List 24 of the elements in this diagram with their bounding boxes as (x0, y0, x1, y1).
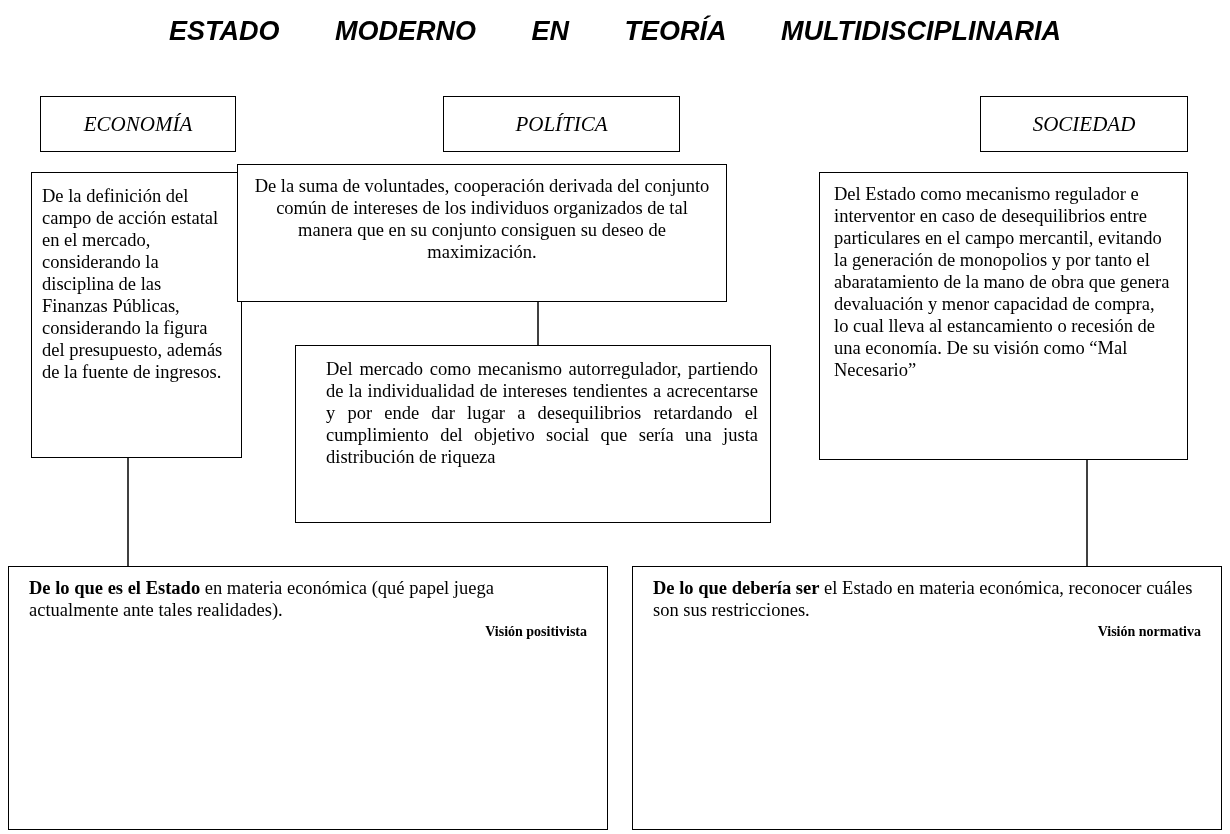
connector-line (1086, 459, 1088, 567)
description-text: De la suma de voluntades, cooperación derivada del conjunto común de intereses de los individuos organizados de tal manera que en su conjunto consiguen su deseo de maximización. (253, 175, 711, 263)
description-text: De lo que debería ser el Estado en materia económica, reconocer cuáles son sus restricciones. (653, 577, 1194, 621)
connector-line (537, 301, 539, 346)
text-box (31, 172, 242, 458)
conclusion-box (8, 566, 608, 830)
title: ESTADO MODERNO EN TEORÍA MULTIDISCIPLINARIA (168, 16, 1062, 47)
conclusion-box (632, 566, 1222, 830)
connector-line (127, 457, 129, 567)
description-text: Del mercado como mecanismo autorregulador, partiendo de la individualidad de intereses tendientes a acrecentarse y por ende dar lugar a desequilibrios retardando el cumplimiento del objetivo social que sería una justa distribución de riqueza (326, 358, 758, 468)
category-box (40, 96, 236, 152)
description-text: De lo que es el Estado en materia económica (qué papel juega actualmente ante tales realidades). (29, 577, 495, 621)
category-box (980, 96, 1188, 152)
vision-label: Visión positivista (484, 623, 587, 641)
text-box (295, 345, 771, 523)
description-text: Del Estado como mecanismo regulador e interventor en caso de desequilibrios entre particulares en el campo mercantil, evitando la generación de monopolios y por tanto el abaratamiento de la mano de obra que genera devaluación y menor capacidad de compra, lo cual lleva al estancamiento o recesión de una economía. De su visión como “Mal Necesario” (834, 183, 1171, 381)
text-box (237, 164, 727, 302)
description-text: De la definición del campo de acción estatal en el mercado, considerando la disciplina de las Finanzas Públicas, considerando la figura del presupuesto, además de la fuente de ingresos. (42, 185, 224, 383)
category-box (443, 96, 680, 152)
category-heading: POLÍTICA (514, 112, 609, 137)
vision-label: Visión normativa (1096, 623, 1201, 641)
category-heading: SOCIEDAD (1031, 112, 1137, 137)
category-heading: ECONOMÍA (82, 112, 194, 137)
text-box (819, 172, 1188, 460)
